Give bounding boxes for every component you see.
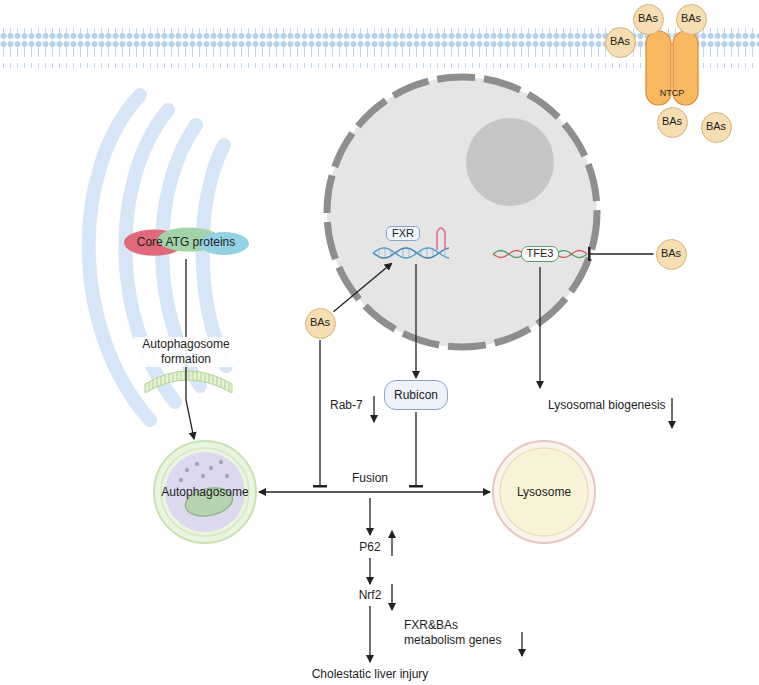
lyso-node: Lysosome [492, 440, 596, 544]
edge-label: Autophagosome formation [134, 337, 238, 367]
edge-label: Fusion [350, 471, 390, 486]
bas-node: BAs [656, 239, 687, 270]
bas-node: BAs [657, 107, 688, 138]
pathway-label: Cholestatic liver injury [312, 667, 429, 682]
bas-node: BAs [633, 4, 664, 35]
bas-node: BAs [676, 4, 707, 35]
tfe3-node: TFE3 [493, 243, 587, 265]
connector [589, 253, 654, 254]
nucleus [327, 77, 597, 347]
connector [415, 264, 416, 378]
pathway-arrow [415, 412, 416, 486]
node-text: NTCP [660, 88, 685, 99]
pathway-label: Rab-7 [330, 398, 363, 413]
pathway-label: Lysosomal biogenesis [548, 398, 666, 413]
node-text: BAs [662, 115, 682, 128]
node-text: Core ATG proteins [137, 235, 235, 249]
pathway-label: P62 [359, 540, 380, 555]
connector [259, 491, 490, 492]
bas-node: BAs [305, 308, 336, 339]
node-text: BAs [661, 247, 681, 260]
node-text: Autophagosome [161, 485, 248, 499]
pathway-arrow [671, 398, 672, 428]
rubicon-node: Rubicon [384, 380, 448, 410]
pathway-arrow [391, 531, 392, 556]
node-text: BAs [310, 316, 330, 329]
node-text: BAs [706, 120, 726, 133]
node-text: FXR [386, 226, 420, 241]
pathway-arrow [369, 498, 370, 535]
pathway-arrow [369, 558, 370, 584]
pathway-label: FXR&BAs metabolism genes [404, 618, 509, 648]
nucleolus [466, 118, 554, 206]
pathway-arrow [391, 584, 392, 610]
auto-node: Autophagosome [153, 440, 257, 544]
node-text: BAs [681, 12, 701, 25]
phagophore [145, 371, 232, 393]
pathway-arrow [539, 267, 540, 388]
connector [333, 263, 391, 312]
bas-node: BAs [701, 112, 732, 143]
ntcp-node: NTCP [644, 29, 700, 107]
node-text: BAs [610, 35, 630, 48]
node-text: Lysosome [517, 485, 571, 499]
pathway-arrow [373, 396, 374, 422]
bas-node: BAs [605, 27, 636, 58]
pathway-arrow [521, 632, 522, 656]
endoplasmic-reticulum [202, 145, 226, 366]
pathway-arrow [369, 606, 370, 662]
pathway-arrow [319, 340, 320, 486]
node-text: BAs [638, 12, 658, 25]
pathway-label: Nrf2 [359, 588, 382, 603]
atg-node: Core ATG proteins [124, 227, 249, 257]
node-text: Rubicon [394, 388, 438, 402]
node-text: TFE3 [521, 246, 560, 261]
fxr-node: FXR [373, 224, 459, 262]
